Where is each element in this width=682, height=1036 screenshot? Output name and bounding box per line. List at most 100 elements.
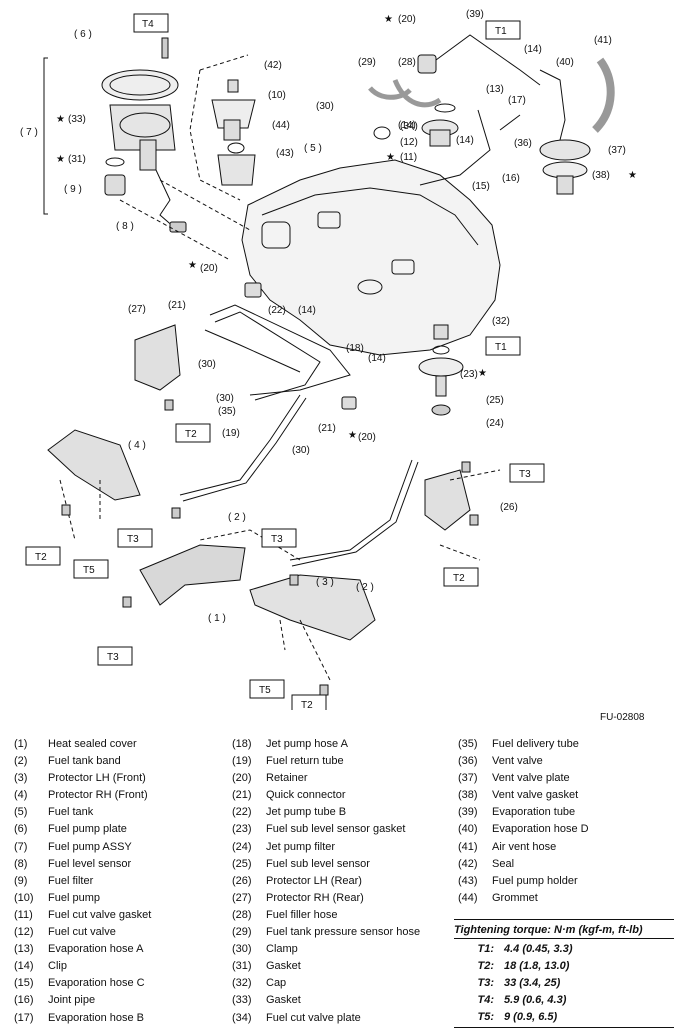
legend-number: (16) xyxy=(14,994,34,1007)
legend-part-name: Evaporation hose D xyxy=(492,823,589,836)
legend-number: (1) xyxy=(14,738,28,750)
legend-part-name: Fuel tank band xyxy=(48,755,121,768)
svg-text:T2: T2 xyxy=(35,552,47,563)
callout-37: (37) xyxy=(608,145,626,156)
legend-item: (7)Fuel pump ASSY xyxy=(14,839,151,856)
callout-20c: (20) xyxy=(358,432,376,443)
legend-part-name: Quick connector xyxy=(266,789,346,802)
legend-part-name: Fuel sub level sensor xyxy=(266,857,370,870)
star-marks: ★ ★ ★ ★ ★ ★ ★ ★ xyxy=(56,14,637,441)
legend-item: (21) Quick connector xyxy=(232,787,420,804)
legend-part-name: Protector LH (Rear) xyxy=(266,874,362,887)
callout-20b: (20) xyxy=(200,263,218,274)
legend-number: (23) xyxy=(232,823,252,836)
legend-part-name: Gasket xyxy=(266,960,301,973)
svg-text:T1: T1 xyxy=(495,26,507,37)
legend-column-3: (35)Fuel delivery tube(36)Vent valve(37)… xyxy=(458,736,589,907)
legend-number: (21) xyxy=(232,789,252,802)
legend-number: (12) xyxy=(14,926,34,939)
legend-part-name: Fuel pump plate xyxy=(48,823,127,836)
torque-value: 18 (1.8, 13.0) xyxy=(504,960,570,973)
callout-22: (22) xyxy=(268,305,286,316)
callout-14a: (14) xyxy=(524,44,542,55)
legend-part-name: Vent valve xyxy=(492,755,543,768)
legend-part-name: Jet pump filter xyxy=(266,840,336,853)
callout-26: (26) xyxy=(500,502,518,513)
legend-part-name: Evaporation hose B xyxy=(48,1011,145,1024)
torque-row: T2:18 (1.8, 13.0) xyxy=(454,958,674,975)
legend-item: (28)Fuel filler hose xyxy=(232,907,420,924)
legend-part-name: Clamp xyxy=(266,943,298,956)
callout-19: (19) xyxy=(222,428,240,439)
star-icon: ★ xyxy=(188,260,197,271)
legend-item: (6) Fuel pump plate xyxy=(14,821,151,838)
torque-row: T1:4.4 (0.45, 3.3) xyxy=(454,941,674,958)
legend-number: (8) xyxy=(14,857,28,870)
callout-39: (39) xyxy=(466,9,484,20)
callout-43: (43) xyxy=(276,148,294,159)
legend-number: (14) xyxy=(14,960,34,973)
legend-item: (35)Fuel delivery tube xyxy=(458,736,589,753)
star-icon: ★ xyxy=(386,152,395,163)
legend-part-name: Grommet xyxy=(492,891,538,904)
legend-part-name: Evaporation tube xyxy=(492,806,576,819)
legend-number: (41) xyxy=(458,840,478,853)
callout-28: (28) xyxy=(398,57,416,68)
torque-box-t4: T4 xyxy=(133,13,169,33)
legend-part-name: Protector LH (Front) xyxy=(48,772,146,785)
legend-number: (24) xyxy=(232,840,252,853)
torque-box-t3-bottom: T3 xyxy=(97,646,133,666)
legend-column-1: (1)Heat sealed cover(2)Fuel tank band(3)… xyxy=(14,736,151,1027)
callout-15: (15) xyxy=(472,181,490,192)
legend-number: (6) xyxy=(14,823,28,836)
legend-item: (10)Fuel pump xyxy=(14,890,151,907)
torque-key: T3: xyxy=(477,977,495,990)
legend-number: (29) xyxy=(232,926,252,939)
callout-20a: (20) xyxy=(398,14,416,25)
legend-part-name: Fuel tank xyxy=(48,806,94,819)
callout-8: ( 8 ) xyxy=(116,221,134,232)
legend-item: (24) Jet pump filter xyxy=(232,839,420,856)
legend-part-name: Fuel filter xyxy=(48,874,94,887)
torque-value: 33 (3.4, 25) xyxy=(504,977,561,990)
legend-number: (13) xyxy=(14,943,34,956)
torque-box-t2-left: T2 xyxy=(175,423,211,443)
legend-part-name: Fuel level sensor xyxy=(48,857,132,870)
star-icon: ★ xyxy=(56,114,65,125)
torque-box-t1-top: T1 xyxy=(485,20,521,40)
torque-box-t3-left: T3 xyxy=(117,528,153,548)
callout-14d: (14) xyxy=(298,305,316,316)
callout-3: ( 3 ) xyxy=(316,577,334,588)
legend-number: (32) xyxy=(232,977,252,990)
callout-33: (33) xyxy=(68,114,86,125)
legend-part-name: Vent valve plate xyxy=(492,772,570,785)
callout-21a: (21) xyxy=(168,300,186,311)
callout-2b: ( 2 ) xyxy=(356,582,374,593)
svg-text:T3: T3 xyxy=(271,534,283,545)
callout-30c: (30) xyxy=(216,393,234,404)
legend-part-name: Seal xyxy=(492,857,515,870)
torque-key: T4: xyxy=(477,994,495,1007)
legend-part-name: Fuel pump ASSY xyxy=(48,840,132,853)
legend-item: (18)Jet pump hose A xyxy=(232,736,420,753)
legend-number: (5) xyxy=(14,806,28,819)
legend-part-name: Protector RH (Front) xyxy=(48,789,148,802)
legend-number: (31) xyxy=(232,960,252,973)
legend-part-name: Retainer xyxy=(266,772,308,785)
legend-item: (19)Fuel return tube xyxy=(232,753,420,770)
legend-number: (30) xyxy=(232,943,252,956)
legend-item: (42)Seal xyxy=(458,856,589,873)
legend-item: (33)Gasket xyxy=(232,992,420,1009)
legend-item: (1)Heat sealed cover xyxy=(14,736,151,753)
legend-part-name: Evaporation hose C xyxy=(48,977,145,990)
star-icon: ★ xyxy=(56,154,65,165)
legend-item: (43)Fuel pump holder xyxy=(458,873,589,890)
legend-number: (22) xyxy=(232,806,252,819)
legend-number: (37) xyxy=(458,772,478,785)
legend-item: (9)Fuel filter xyxy=(14,873,151,890)
callout-25: (25) xyxy=(486,395,504,406)
legend-item: (23)Fuel sub level sensor gasket xyxy=(232,821,420,838)
torque-box-t5-left: T5 xyxy=(73,559,109,579)
torque-key: T5: xyxy=(477,1011,495,1024)
torque-row: T4:5.9 (0.6, 4.3) xyxy=(454,992,674,1009)
